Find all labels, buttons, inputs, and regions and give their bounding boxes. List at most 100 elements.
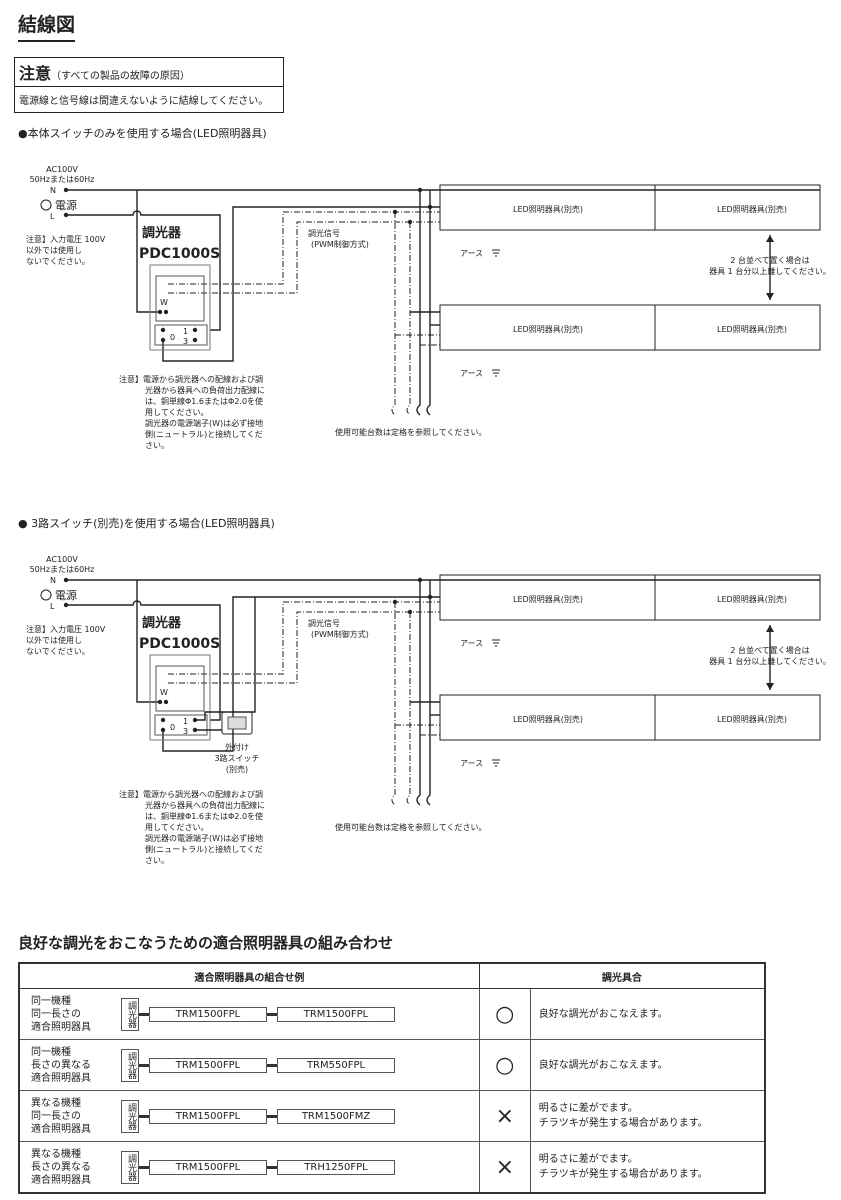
- wire-note: 注意】電源から調光器への配線および調: [119, 789, 263, 799]
- n-label: N: [50, 186, 56, 195]
- terminal-1-label: 1: [183, 327, 188, 336]
- terminal-dot: [407, 609, 413, 615]
- wire-note: 用してください。: [145, 823, 209, 832]
- table-row: 異なる機種同一長さの適合照明器具 調光器 TRM1500FPL TRM1500F…: [18, 1090, 766, 1142]
- fixture-label: LED照明器具(別売): [717, 204, 787, 214]
- result-line: 良好な調光がおこなえます。: [538, 1008, 668, 1020]
- terminal-dot: [163, 309, 169, 315]
- fixture-label: LED照明器具(別売): [717, 714, 787, 724]
- signal-label-2: (PWM制御方式): [311, 629, 369, 639]
- signal-label: 調光信号: [308, 618, 340, 628]
- connector: [267, 1012, 277, 1016]
- row-label-line: 適合照明器具: [31, 1123, 91, 1135]
- result-text: 明るさに差がでます。チラツキが発生する場合があります。: [529, 1141, 766, 1194]
- dimmer-terminal-block: [155, 275, 205, 322]
- spacing-note-2: 器具 1 台分以上離してください。: [709, 656, 831, 666]
- wire: [426, 190, 431, 416]
- dimmer-terminal-block: [155, 665, 205, 712]
- wire: [168, 601, 440, 675]
- fixture-label: LED照明器具(別売): [513, 594, 583, 604]
- led-fixture: [654, 184, 821, 231]
- earth-label: アース: [460, 369, 483, 378]
- dimmer-model: PDC1000S: [139, 636, 220, 652]
- connector: [267, 1063, 277, 1067]
- row-label: 同一機種長さの異なる適合照明器具: [21, 1046, 121, 1085]
- led-fixture: [654, 694, 821, 741]
- connector: [267, 1114, 277, 1118]
- n-label: N: [50, 576, 56, 585]
- power-label: 電源: [55, 198, 77, 212]
- dimmer-box: 調光器: [121, 997, 139, 1031]
- terminal-dot: [392, 209, 398, 215]
- ac-label: AC100V: [46, 555, 78, 564]
- terminal-dot: [427, 594, 433, 600]
- caution-box: 注意（すべての製品の故障の原因） 電源線と信号線は間違えないように結線してくださ…: [14, 57, 284, 113]
- led-fixture: [654, 574, 821, 621]
- earth-label: アース: [460, 759, 483, 768]
- page-title: 結線図: [18, 10, 76, 42]
- connector: [267, 1165, 277, 1169]
- header-examples: 適合照明器具の組合せ例: [18, 962, 480, 989]
- wire-note: 光器から器具への負荷出力配線に: [145, 800, 265, 810]
- terminal-dot: [157, 309, 163, 315]
- w-terminal-label: W: [160, 298, 168, 307]
- usable-note: 使用可能台数は定格を参照してください。: [335, 822, 487, 832]
- wire-note: 光器から器具への負荷出力配線に: [145, 385, 265, 395]
- wire-note: 調光器の電源端子(W)は必ず接地: [145, 418, 263, 428]
- wire-note: 注意】電源から調光器への配線および調: [119, 374, 263, 384]
- fixture-a: TRM1500FPL: [149, 1057, 267, 1073]
- row-label-line: 同一機種: [31, 1046, 71, 1058]
- combination-table: 適合照明器具の組合せ例調光具合 同一機種同一長さの適合照明器具 調光器 TRM1…: [18, 962, 766, 1194]
- led-fixture: [654, 304, 821, 351]
- voltage-note: 注意】入力電圧 100V: [26, 624, 106, 634]
- voltage-note: 以外では使用し: [26, 635, 82, 645]
- wire-note: さい。: [145, 856, 169, 865]
- switch-plate: [227, 716, 247, 730]
- row-label: 異なる機種長さの異なる適合照明器具: [21, 1148, 121, 1187]
- result-text: 良好な調光がおこなえます。: [529, 988, 766, 1040]
- power-label: 電源: [55, 588, 77, 602]
- terminal-dot: [407, 219, 413, 225]
- spacing-arrow: [766, 235, 774, 300]
- terminal-3-label: 3: [183, 727, 188, 736]
- l-label: L: [50, 602, 55, 611]
- wire: [66, 600, 221, 721]
- terminal-dot: [160, 327, 166, 333]
- spacing-note: 2 台並べて置く場合は: [730, 645, 809, 655]
- row-label-line: 異なる機種: [31, 1097, 81, 1109]
- header-result: 調光具合: [478, 962, 766, 989]
- result-line: 明るさに差がでます。: [538, 1103, 638, 1114]
- wire: [66, 210, 221, 331]
- row-label-line: 適合照明器具: [31, 1021, 91, 1033]
- earth-icon: [492, 369, 500, 377]
- terminal-0-label: 0: [170, 723, 175, 732]
- fixture-label: LED照明器具(別売): [513, 714, 583, 724]
- dimmer-body: [149, 654, 211, 741]
- earth-label: アース: [460, 249, 483, 258]
- result-mark: ○: [478, 1039, 531, 1091]
- ac-source-icon: [40, 589, 52, 601]
- wire-note: は、銅単線Φ1.6またはΦ2.0を使: [145, 396, 263, 406]
- terminal-dot: [427, 204, 433, 210]
- row-label: 同一機種同一長さの適合照明器具: [21, 995, 121, 1034]
- wire: [162, 596, 440, 752]
- table-row: 異なる機種長さの異なる適合照明器具 調光器 TRM1500FPL TRH1250…: [18, 1141, 766, 1194]
- connector: [139, 1012, 149, 1016]
- row-label-line: 同一長さの: [31, 1008, 81, 1020]
- spacing-note-2: 器具 1 台分以上離してください。: [709, 266, 831, 276]
- wire: [136, 580, 158, 703]
- wire: [416, 190, 421, 416]
- dimmer-box: 調光器: [121, 1048, 139, 1082]
- row-label: 異なる機種同一長さの適合照明器具: [21, 1097, 121, 1136]
- terminal-1-label: 1: [183, 717, 188, 726]
- w-terminal-label: W: [160, 688, 168, 697]
- wire-note: 側(ニュートラル)と接続してくだ: [145, 429, 263, 439]
- fixture-a: TRM1500FPL: [149, 1108, 267, 1124]
- earth-icon: [492, 249, 500, 257]
- terminal-dot: [192, 337, 198, 343]
- caution-sub: （すべての製品の故障の原因）: [51, 71, 190, 82]
- fixture-b: TRM550FPL: [277, 1057, 395, 1073]
- hz-label: 50Hzまたは60Hz: [30, 175, 95, 184]
- fixture-a: TRM1500FPL: [149, 1006, 267, 1022]
